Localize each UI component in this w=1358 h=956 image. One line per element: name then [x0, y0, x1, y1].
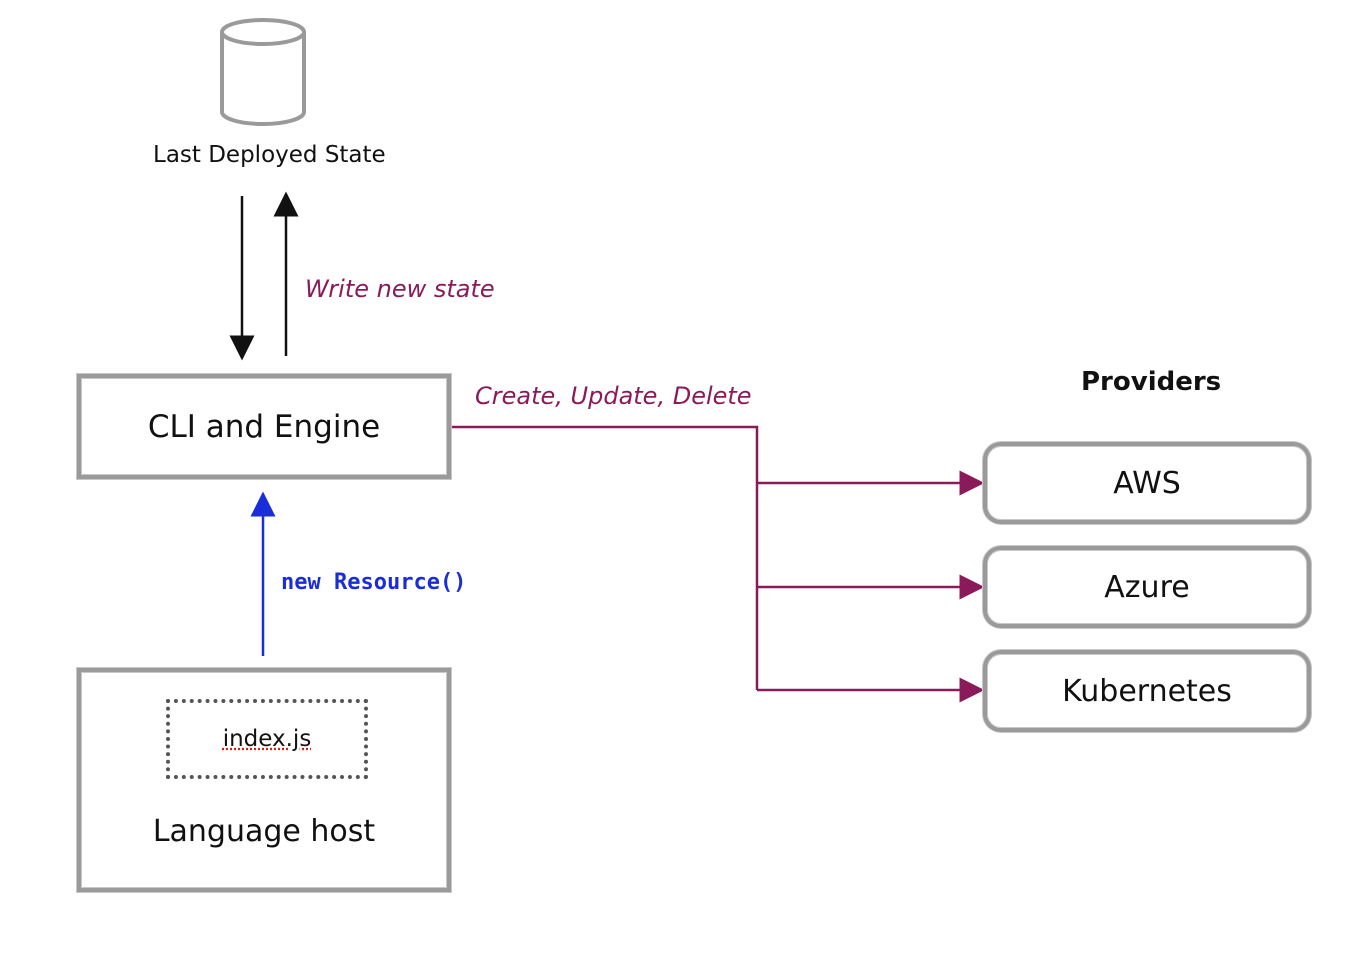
- provider-aws-label: AWS: [1113, 465, 1181, 501]
- provider-azure: Azure: [983, 546, 1311, 628]
- new-resource-label: new Resource(): [281, 570, 467, 595]
- crud-connector: [452, 425, 985, 703]
- cli-engine-label: CLI and Engine: [147, 408, 381, 445]
- provider-aws: AWS: [983, 442, 1311, 524]
- index-js-box: index.js: [166, 699, 368, 779]
- language-host-label: Language host: [152, 814, 376, 849]
- providers-title: Providers: [1081, 367, 1222, 397]
- database-icon: [220, 18, 306, 126]
- write-state-label: Write new state: [305, 275, 495, 303]
- index-js-label: index.js: [222, 726, 312, 752]
- language-host-box: index.js Language host: [77, 668, 451, 892]
- cli-engine-box: CLI and Engine: [77, 374, 451, 479]
- provider-kubernetes: Kubernetes: [983, 650, 1311, 732]
- crud-label: Create, Update, Delete: [475, 382, 752, 410]
- provider-kubernetes-label: Kubernetes: [1062, 673, 1232, 709]
- state-label: Last Deployed State: [153, 142, 386, 168]
- provider-azure-label: Azure: [1104, 569, 1190, 605]
